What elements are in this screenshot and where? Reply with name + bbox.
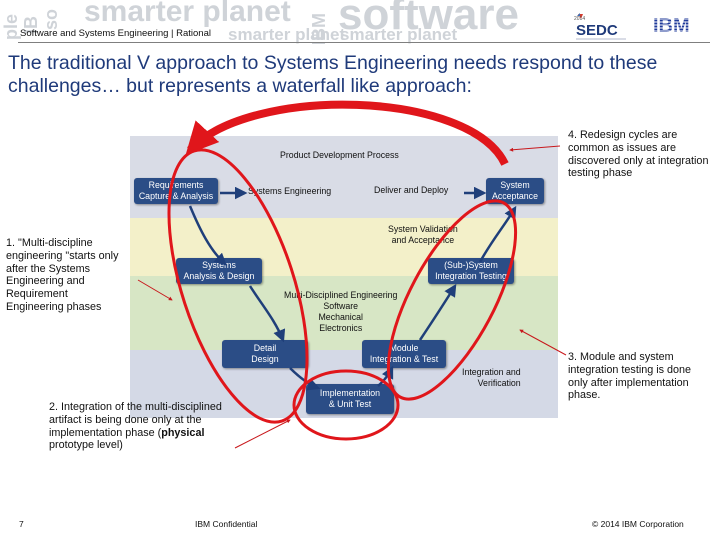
multi-disciplined-label: Multi-Disciplined Engineering Software M… [284, 290, 398, 333]
callout-pointer [137, 279, 173, 301]
flow-arrow [478, 205, 517, 263]
ibm-logo: IBM [653, 14, 697, 37]
callout-2-text-end: prototype level) [49, 439, 123, 452]
svg-text:2014: 2014 [574, 16, 585, 22]
systems-engineering-label: Systems Engineering [248, 186, 332, 196]
callout-2-text: 2. Integration of the multi-disciplined … [49, 401, 222, 439]
callout-3: 3. Module and system integration testing… [568, 351, 692, 402]
highlight-implementation-ellipse [292, 369, 400, 441]
callout-pointer [519, 329, 567, 356]
header-divider [18, 42, 710, 43]
redesign-arrow [185, 100, 509, 166]
integration-verification-label: Integration and Verification [462, 367, 521, 388]
callout-4: 4. Redesign cycles are common as issues … [568, 129, 709, 180]
confidential-label: IBM Confidential [195, 519, 258, 529]
svg-text:SEDC: SEDC [576, 22, 618, 39]
implementation-box: Implementation & Unit Test [306, 384, 394, 414]
callout-pointer [509, 145, 561, 152]
flow-arrow [188, 205, 227, 266]
watermark-text: smarter planet [340, 25, 458, 44]
highlight-right-v-ellipse [386, 199, 518, 401]
deliver-deploy-label: Deliver and Deploy [374, 185, 449, 195]
slide-title: The traditional V approach to Systems En… [8, 52, 658, 97]
module-integration-box: Module Integration & Test [362, 340, 446, 368]
watermark-text: smarter planet [228, 25, 346, 44]
header-banner: ple IB so smarter planet IBM software sm… [0, 0, 720, 44]
system-validation-label: System Validation and Acceptance [388, 224, 458, 245]
callout-2-bold: physical [161, 426, 205, 439]
sedc-logo: 2014 SEDC [572, 10, 630, 44]
flow-arrow [248, 285, 286, 343]
v-model-diagram: Product Development Process Requirements… [130, 136, 558, 418]
sub-system-integration-box: (Sub-)System Integration Testing [428, 258, 514, 284]
header-subtitle: Software and Systems Engineering | Ratio… [20, 28, 211, 39]
page-number: 7 [19, 519, 24, 529]
requirements-box: Requirements Capture & Analysis [134, 178, 218, 204]
callout-1: 1. "Multi-discipline engineering "starts… [6, 237, 119, 313]
flow-arrow [418, 283, 457, 341]
highlight-left-v-ellipse [167, 148, 309, 424]
watermark-text: software [338, 0, 519, 39]
process-label: Product Development Process [280, 150, 399, 160]
callout-pointer [234, 419, 291, 449]
copyright: © 2014 IBM Corporation [592, 519, 684, 529]
engineering-band [130, 276, 558, 350]
callout-2: 2. Integration of the multi-disciplined … [49, 401, 245, 452]
watermark-text: smarter planet [84, 0, 291, 28]
detail-design-box: Detail Design [222, 340, 308, 368]
flow-arrow [377, 365, 394, 387]
